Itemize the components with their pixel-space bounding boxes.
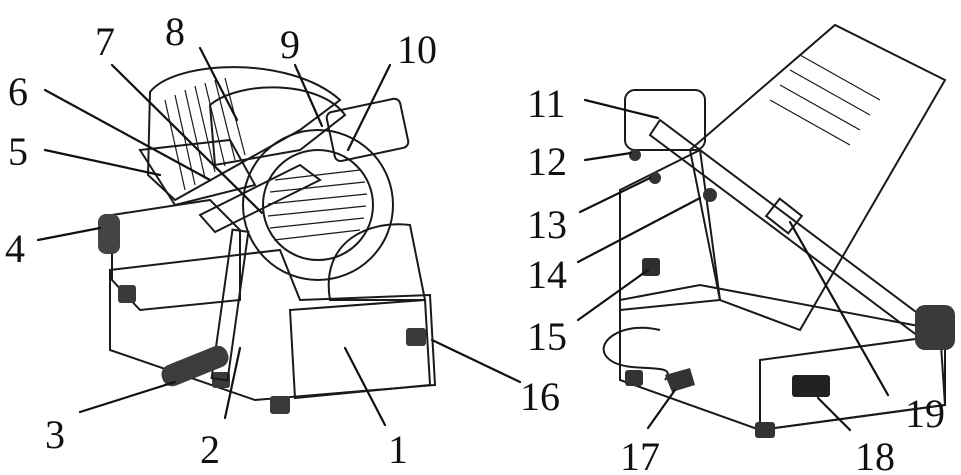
leader-17 bbox=[646, 388, 677, 430]
carriage-handle bbox=[161, 345, 229, 387]
carriage-rod bbox=[210, 228, 250, 382]
leader-13 bbox=[578, 176, 652, 214]
leader-10 bbox=[346, 63, 392, 152]
right-view-slicer bbox=[602, 23, 955, 438]
label-14: 14 bbox=[527, 252, 567, 297]
label-2: 2 bbox=[200, 427, 220, 472]
label-13: 13 bbox=[527, 202, 567, 247]
leader-15 bbox=[576, 268, 650, 322]
carriage-tray bbox=[138, 138, 257, 207]
screw-12 bbox=[629, 149, 641, 161]
label-15: 15 bbox=[527, 314, 567, 359]
label-1: 1 bbox=[388, 427, 408, 472]
foot-1 bbox=[118, 285, 136, 303]
leader-8 bbox=[198, 46, 239, 122]
label-6: 6 bbox=[8, 69, 28, 114]
label-18: 18 bbox=[855, 434, 895, 475]
leader-1 bbox=[343, 346, 387, 427]
power-switch bbox=[792, 375, 830, 397]
power-plug bbox=[665, 368, 695, 392]
screw-13 bbox=[649, 172, 661, 184]
callout-labels: 1 2 3 4 5 6 7 8 9 10 16 11 12 13 14 15 1… bbox=[5, 9, 945, 475]
label-10: 10 bbox=[397, 27, 437, 72]
leader-11 bbox=[583, 98, 660, 120]
leader-18 bbox=[816, 396, 852, 432]
tilted-slide bbox=[688, 23, 947, 332]
slide-ribs bbox=[769, 54, 881, 146]
sharpener bbox=[325, 97, 410, 163]
rear-foot-2 bbox=[755, 422, 775, 438]
label-4: 4 bbox=[5, 226, 25, 271]
label-3: 3 bbox=[45, 412, 65, 457]
guard-ribs bbox=[164, 77, 246, 191]
leader-19 bbox=[788, 220, 890, 397]
blade-cover bbox=[208, 86, 347, 167]
label-16: 16 bbox=[520, 374, 560, 419]
left-view-slicer bbox=[98, 66, 437, 414]
rear-front-plate bbox=[759, 333, 946, 432]
power-cord bbox=[602, 326, 669, 381]
left-leaders bbox=[36, 46, 522, 427]
foot-2 bbox=[270, 396, 290, 414]
thickness-knob bbox=[98, 214, 120, 254]
leader-2 bbox=[223, 346, 242, 420]
label-9: 9 bbox=[280, 22, 300, 67]
pedestal bbox=[327, 223, 427, 301]
label-8: 8 bbox=[165, 9, 185, 54]
motor-head bbox=[624, 89, 706, 151]
leader-6 bbox=[43, 88, 212, 182]
blade-guard bbox=[146, 66, 342, 202]
blade-ribs bbox=[267, 169, 368, 241]
leader-14 bbox=[576, 196, 702, 264]
food-pusher-arm bbox=[198, 163, 322, 234]
label-7: 7 bbox=[95, 19, 115, 64]
label-11: 11 bbox=[527, 81, 566, 126]
label-17: 17 bbox=[620, 434, 660, 475]
screw-14 bbox=[703, 188, 717, 202]
leader-12 bbox=[583, 151, 633, 162]
right-leaders bbox=[576, 98, 890, 432]
leader-7 bbox=[110, 63, 264, 215]
rear-knob bbox=[915, 305, 955, 350]
label-5: 5 bbox=[8, 129, 28, 174]
label-12: 12 bbox=[527, 139, 567, 184]
rear-foot-1 bbox=[625, 370, 643, 386]
rail-clamp bbox=[764, 197, 804, 235]
base-body bbox=[109, 248, 437, 402]
label-19: 19 bbox=[905, 391, 945, 436]
leader-3 bbox=[78, 380, 177, 414]
blade-disk bbox=[242, 129, 394, 281]
leader-9 bbox=[293, 63, 324, 128]
foot-3 bbox=[406, 328, 426, 346]
blade-center-plate bbox=[262, 149, 374, 261]
motor-housing bbox=[111, 198, 241, 312]
front-base-plate bbox=[288, 298, 432, 400]
leader-5 bbox=[43, 148, 162, 177]
leader-16 bbox=[430, 338, 522, 384]
leader-4 bbox=[36, 226, 102, 242]
